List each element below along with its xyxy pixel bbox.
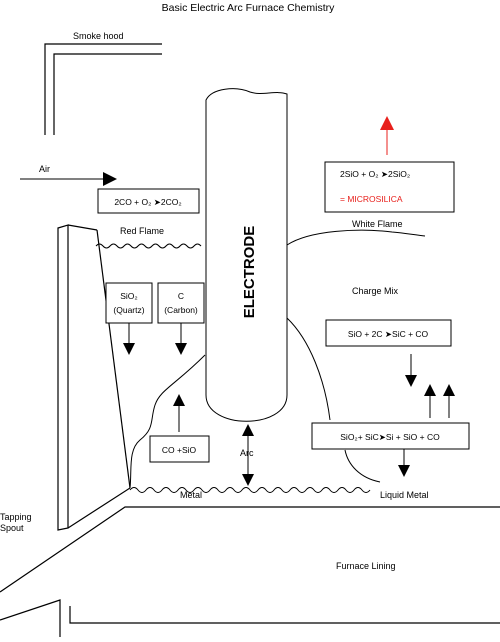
right-arrows — [405, 354, 455, 418]
air-label: Air — [39, 164, 50, 174]
tapping-label-2: Spout — [0, 523, 24, 533]
sio2-sic-box: SiO₂+ SiC➤Si + SiO + CO — [311, 422, 470, 450]
arc-arrow: Arc — [240, 424, 254, 486]
white-flame: White Flame — [286, 219, 426, 246]
sio-carbon-text: SiO + 2C ➤SiC + CO — [348, 329, 429, 339]
furnace-left-wall — [57, 224, 206, 531]
co-sio-up-arrow — [173, 394, 185, 432]
smoke-hood-label: Smoke hood — [73, 31, 124, 41]
furnace-lining: Tapping Spout Furnace Lining — [0, 506, 500, 637]
white-flame-label: White Flame — [352, 219, 403, 229]
co-sio-text: CO +SiO — [162, 445, 197, 455]
microsilica-text: = MICROSILICA — [340, 194, 403, 204]
sio-oxidation-box: 2SiO + O₂ ➤2SiO₂ = MICROSILICA — [324, 161, 455, 213]
smoke-hood: Smoke hood — [44, 31, 162, 135]
diagram-title: Basic Electric Arc Furnace Chemistry — [162, 2, 335, 14]
charge-mix-label: Charge Mix — [352, 286, 399, 296]
red-flame: Red Flame — [95, 226, 202, 249]
red-flame-label: Red Flame — [120, 226, 164, 236]
metal-bath: Metal Liquid Metal — [129, 487, 429, 500]
electrode: ELECTRODE — [205, 88, 288, 422]
quartz-text-1: SiO₂ — [120, 291, 137, 301]
co-oxidation-text: 2CO + O₂ ➤2CO₂ — [114, 197, 181, 207]
quartz-text-2: (Quartz) — [113, 305, 144, 315]
carbon-box: C (Carbon) — [157, 282, 205, 324]
carbon-text-2: (Carbon) — [164, 305, 198, 315]
microsilica-arrow — [380, 116, 394, 155]
sio2-sic-text: SiO₂+ SiC➤Si + SiO + CO — [340, 432, 440, 442]
carbon-down-arrow — [175, 323, 187, 355]
furnace-lining-label: Furnace Lining — [336, 561, 396, 571]
liquid-metal-label: Liquid Metal — [380, 490, 429, 500]
air-arrow: Air — [20, 164, 117, 186]
tapping-label-1: Tapping — [0, 512, 32, 522]
electrode-label: ELECTRODE — [241, 226, 258, 319]
liquid-metal-down-arrow — [398, 449, 410, 477]
sio-carbon-box: SiO + 2C ➤SiC + CO — [325, 319, 452, 347]
arc-label: Arc — [240, 448, 254, 458]
sio-oxidation-text: 2SiO + O₂ ➤2SiO₂ — [340, 169, 410, 179]
metal-label: Metal — [180, 490, 202, 500]
co-sio-box: CO +SiO — [149, 435, 210, 463]
co-oxidation-box: 2CO + O₂ ➤2CO₂ — [97, 188, 200, 214]
reaction-zone-curves — [286, 317, 381, 483]
quartz-box: SiO₂ (Quartz) — [105, 282, 153, 324]
carbon-text-1: C — [178, 291, 184, 301]
quartz-down-arrow — [123, 323, 135, 355]
